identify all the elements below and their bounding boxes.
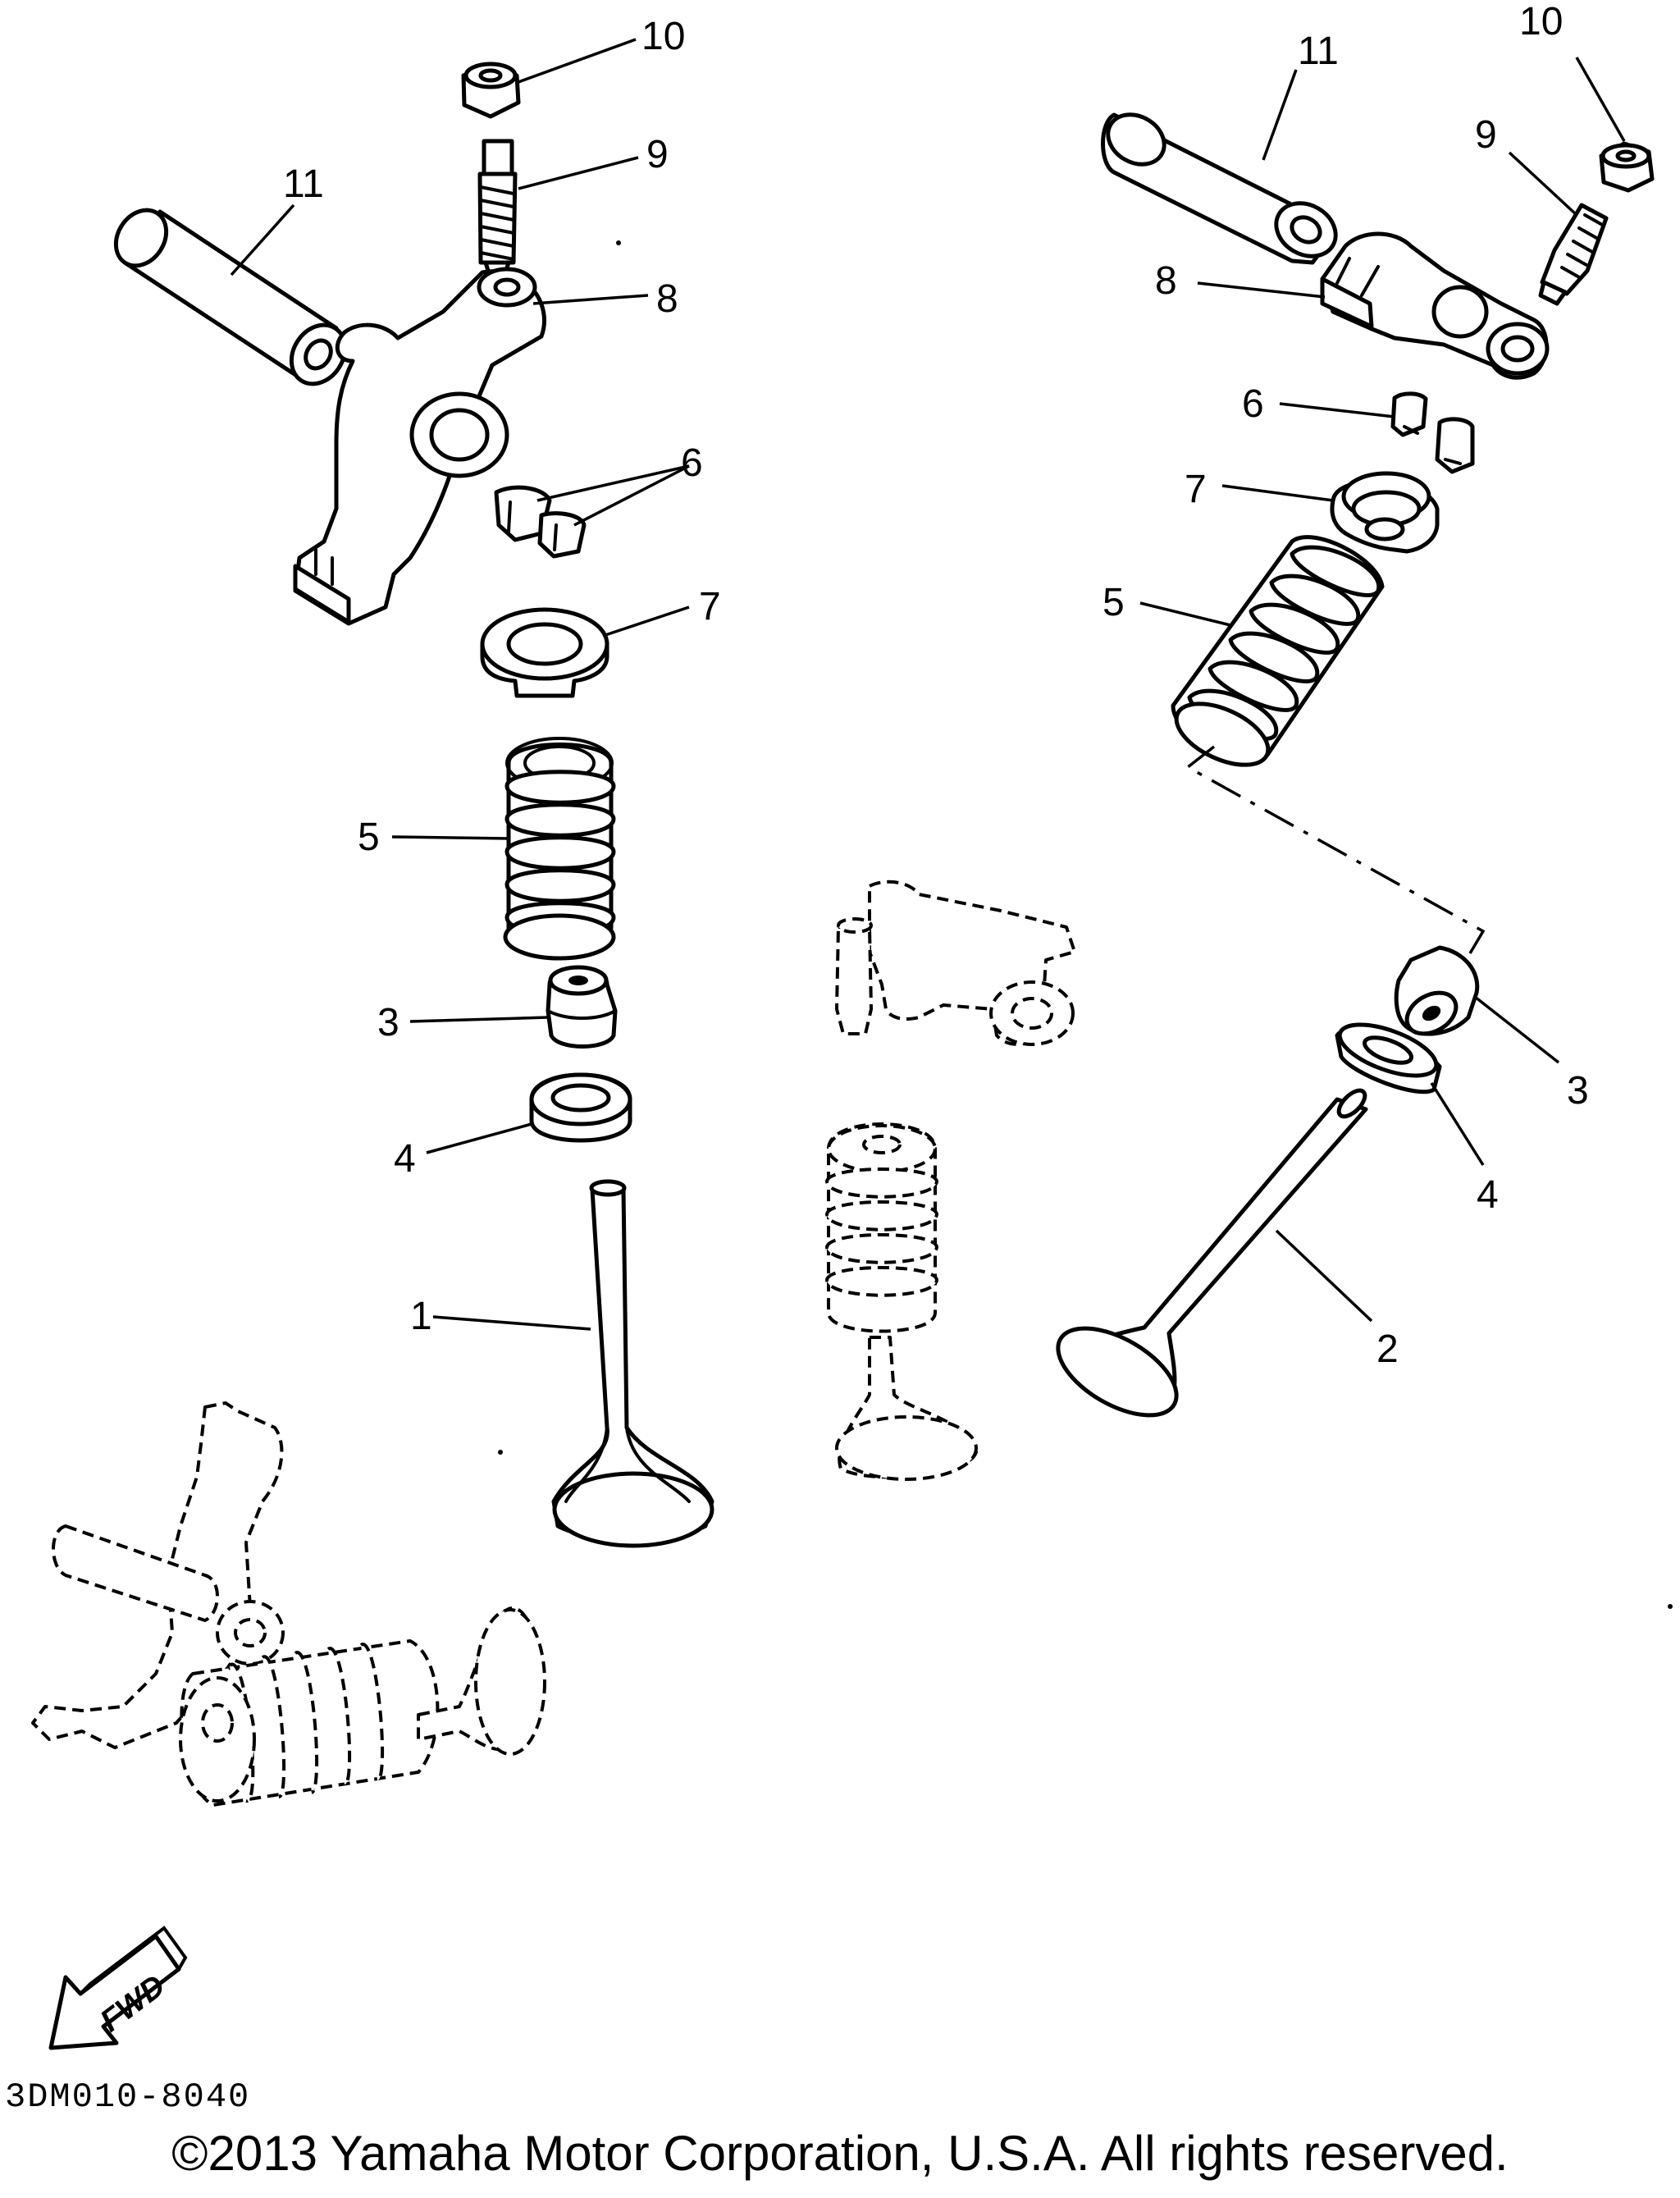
callout-right-3: 3 xyxy=(1567,1069,1589,1113)
callout-left-10: 10 xyxy=(641,15,685,58)
callout-left-4: 4 xyxy=(394,1137,416,1181)
callout-right-2: 2 xyxy=(1376,1327,1399,1371)
callout-right-11: 11 xyxy=(1298,30,1339,73)
callout-right-8: 8 xyxy=(1155,259,1177,303)
left-valve-spring-5 xyxy=(503,737,616,961)
leader-right-6 xyxy=(1279,402,1395,418)
leader-right-5 xyxy=(1139,601,1231,627)
stray-dot xyxy=(1668,1604,1673,1609)
callout-left-11: 11 xyxy=(283,162,324,206)
callout-right-4: 4 xyxy=(1477,1173,1499,1217)
left-locknut-10 xyxy=(461,62,521,119)
right-exhaust-valve-2 xyxy=(1056,1088,1368,1418)
leader-right-2 xyxy=(1275,1229,1373,1323)
callout-left-6: 6 xyxy=(681,441,703,485)
valve-axis-line xyxy=(1185,745,1486,954)
right-locknut-10 xyxy=(1599,141,1655,193)
callout-right-10: 10 xyxy=(1519,0,1563,43)
right-spring-seat-4 xyxy=(1335,1022,1442,1094)
left-spring-seat-4 xyxy=(529,1072,632,1143)
callout-left-8: 8 xyxy=(656,277,678,321)
leader-right-10 xyxy=(1575,57,1626,142)
leader-right-7 xyxy=(1221,484,1334,502)
assembled-rocker-bottom-left xyxy=(31,1401,546,1807)
stray-dot xyxy=(498,1450,503,1455)
leader-left-6b xyxy=(573,464,690,527)
callout-right-5: 5 xyxy=(1102,581,1125,624)
callout-left-9: 9 xyxy=(646,133,669,176)
callout-left-3: 3 xyxy=(377,1001,399,1044)
callout-right-9: 9 xyxy=(1475,113,1497,157)
right-spring-retainer-7 xyxy=(1330,471,1440,554)
assembled-rocker-center xyxy=(835,880,1076,1046)
leader-right-4 xyxy=(1430,1082,1485,1166)
leader-right-8 xyxy=(1197,281,1326,299)
callout-left-5: 5 xyxy=(358,816,380,859)
leader-left-10 xyxy=(518,38,637,84)
leader-left-4 xyxy=(426,1122,532,1154)
callout-right-6: 6 xyxy=(1242,382,1264,426)
leader-right-11 xyxy=(1262,69,1298,161)
leader-right-3 xyxy=(1473,995,1560,1064)
right-valve-cotters-6 xyxy=(1390,391,1475,474)
leader-left-9 xyxy=(518,156,639,190)
assembled-valve-center xyxy=(825,1122,978,1481)
callout-left-7: 7 xyxy=(699,585,721,628)
leader-left-6a xyxy=(536,464,690,502)
left-spring-retainer-7 xyxy=(480,607,609,698)
right-rocker-shaft-11 xyxy=(1101,112,1338,265)
left-stem-seal-3 xyxy=(546,965,618,1049)
right-rocker-arm-8 xyxy=(1320,231,1550,380)
leader-left-7 xyxy=(602,605,690,637)
leader-left-5 xyxy=(391,835,509,840)
left-adjusting-screw-9 xyxy=(477,139,518,281)
stray-dot xyxy=(616,240,621,245)
left-intake-valve-1 xyxy=(551,1179,714,1548)
leader-left-11 xyxy=(230,203,295,276)
leader-left-1 xyxy=(432,1315,591,1331)
right-valve-spring-5 xyxy=(1171,535,1385,767)
fwd-arrow-icon: FWD xyxy=(48,1926,188,2050)
right-stem-seal-3 xyxy=(1394,945,1480,1036)
leader-left-8 xyxy=(532,294,649,305)
left-rocker-arm-8 xyxy=(293,267,546,626)
diagram-code: 3DM010-8040 xyxy=(5,2077,251,2117)
left-rocker-shaft-11 xyxy=(113,208,348,386)
leader-right-9 xyxy=(1508,151,1578,217)
callout-left-1: 1 xyxy=(410,1295,432,1338)
copyright-notice: ©2013 Yamaha Motor Corporation, U.S.A. A… xyxy=(171,2126,1509,2181)
leader-left-3 xyxy=(409,1016,549,1023)
callout-right-7: 7 xyxy=(1185,468,1207,511)
right-adjusting-screw-9 xyxy=(1538,203,1609,306)
left-valve-cotters-6 xyxy=(494,485,587,559)
